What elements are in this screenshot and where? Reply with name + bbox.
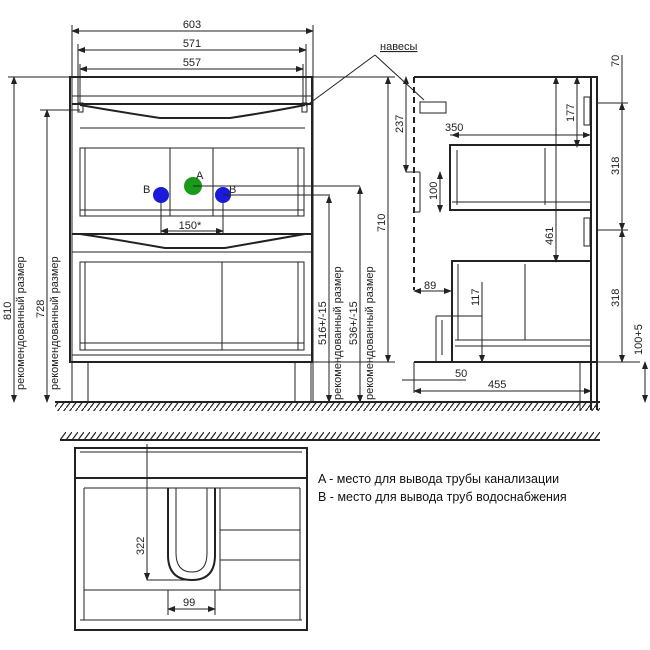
- dim-516-label: 516+/-15: [317, 301, 329, 345]
- dim-536-label: 536+/-15: [348, 301, 360, 345]
- dim-117-label: 117: [470, 288, 482, 306]
- dim-89-label: 89: [424, 280, 436, 292]
- dim-50-label: 50: [455, 368, 467, 380]
- label-b-right: B: [229, 184, 236, 196]
- dim-322-label: 322: [135, 537, 147, 555]
- dim-100-5-label: 100+5: [633, 324, 645, 355]
- dim-571-label: 571: [183, 38, 201, 50]
- side-view: 350 50 455 89 237 100 177 461 117 70 318…: [394, 55, 648, 410]
- dim-177-label: 177: [565, 104, 577, 122]
- dim-318-upper-label: 318: [610, 157, 622, 175]
- recommended-label: рекомендованный размер: [332, 266, 344, 400]
- dim-728-label: 728: [35, 300, 47, 318]
- label-b-left: B: [143, 184, 150, 196]
- dim-710-label: 710: [376, 214, 388, 232]
- dim-237-label: 237: [394, 115, 406, 133]
- dim-99-label: 99: [183, 597, 195, 609]
- dim-70-label: 70: [610, 55, 622, 67]
- front-view: 603 571 557 150* A B B навесы 810 рекоме…: [2, 19, 425, 403]
- hinges-label: навесы: [380, 41, 418, 53]
- dim-603-label: 603: [183, 19, 201, 31]
- recommended-label: рекомендованный размер: [49, 256, 61, 390]
- recommended-label: рекомендованный размер: [364, 266, 376, 400]
- top-view: 99 322: [60, 432, 600, 631]
- water-pipe-b-left-marker: [153, 187, 169, 203]
- dim-318-lower-label: 318: [610, 289, 622, 307]
- dim-557-label: 557: [183, 57, 201, 69]
- legend-a: A - место для вывода трубы канализации: [318, 472, 560, 486]
- dim-150-label: 150*: [179, 220, 202, 232]
- label-a: A: [196, 170, 204, 182]
- legend-b: B - место для вывода труб водоснабжения: [318, 490, 567, 504]
- dim-100-label: 100: [428, 182, 440, 200]
- dim-350-label: 350: [445, 122, 463, 134]
- dim-810-label: 810: [2, 302, 14, 320]
- dim-461-label: 461: [544, 227, 556, 245]
- dim-455-label: 455: [488, 379, 506, 391]
- recommended-label: рекомендованный размер: [15, 256, 27, 390]
